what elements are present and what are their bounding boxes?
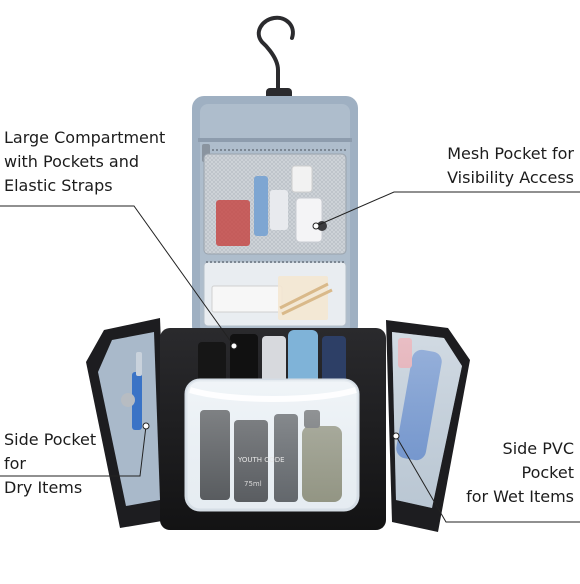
leader-side-pocket <box>0 425 147 477</box>
callout-large-compartment: Large Compartment with Pockets and Elast… <box>4 126 165 198</box>
main-compartment: YOUTH CODE 75ml <box>160 328 386 530</box>
flap-lower-pocket <box>203 261 347 327</box>
callout-line: Dry Items <box>4 478 83 497</box>
leader-side-pvc-pocket <box>395 435 580 523</box>
callout-line: Visibility Access <box>447 168 574 187</box>
right-side-pvc-pocket <box>386 320 470 532</box>
callout-line: Side PVC <box>502 439 574 458</box>
callout-leaders <box>0 191 580 523</box>
bottle-volume: 75ml <box>244 480 262 488</box>
callout-line: Pocket <box>521 463 574 482</box>
mesh-pocket <box>203 153 347 255</box>
callout-line: Mesh Pocket for <box>447 144 574 163</box>
callout-mesh-pocket: Mesh Pocket for Visibility Access <box>447 142 574 190</box>
callout-line: Elastic Straps <box>4 176 113 195</box>
callout-side-pocket: Side Pocket for Dry Items <box>4 428 96 500</box>
leader-mesh-pocket <box>315 191 580 227</box>
left-side-pocket <box>86 318 168 528</box>
callout-line: Side Pocket <box>4 430 97 449</box>
callout-line: with Pockets and <box>4 152 140 171</box>
callout-line: for Wet Items <box>466 487 574 506</box>
callout-line: for <box>4 454 26 473</box>
bottle-label: YOUTH CODE <box>237 456 285 464</box>
callout-side-pvc-pocket: Side PVC Pocket for Wet Items <box>466 437 574 509</box>
callout-line: Large Compartment <box>4 128 166 147</box>
leader-large-compartment <box>0 205 235 347</box>
